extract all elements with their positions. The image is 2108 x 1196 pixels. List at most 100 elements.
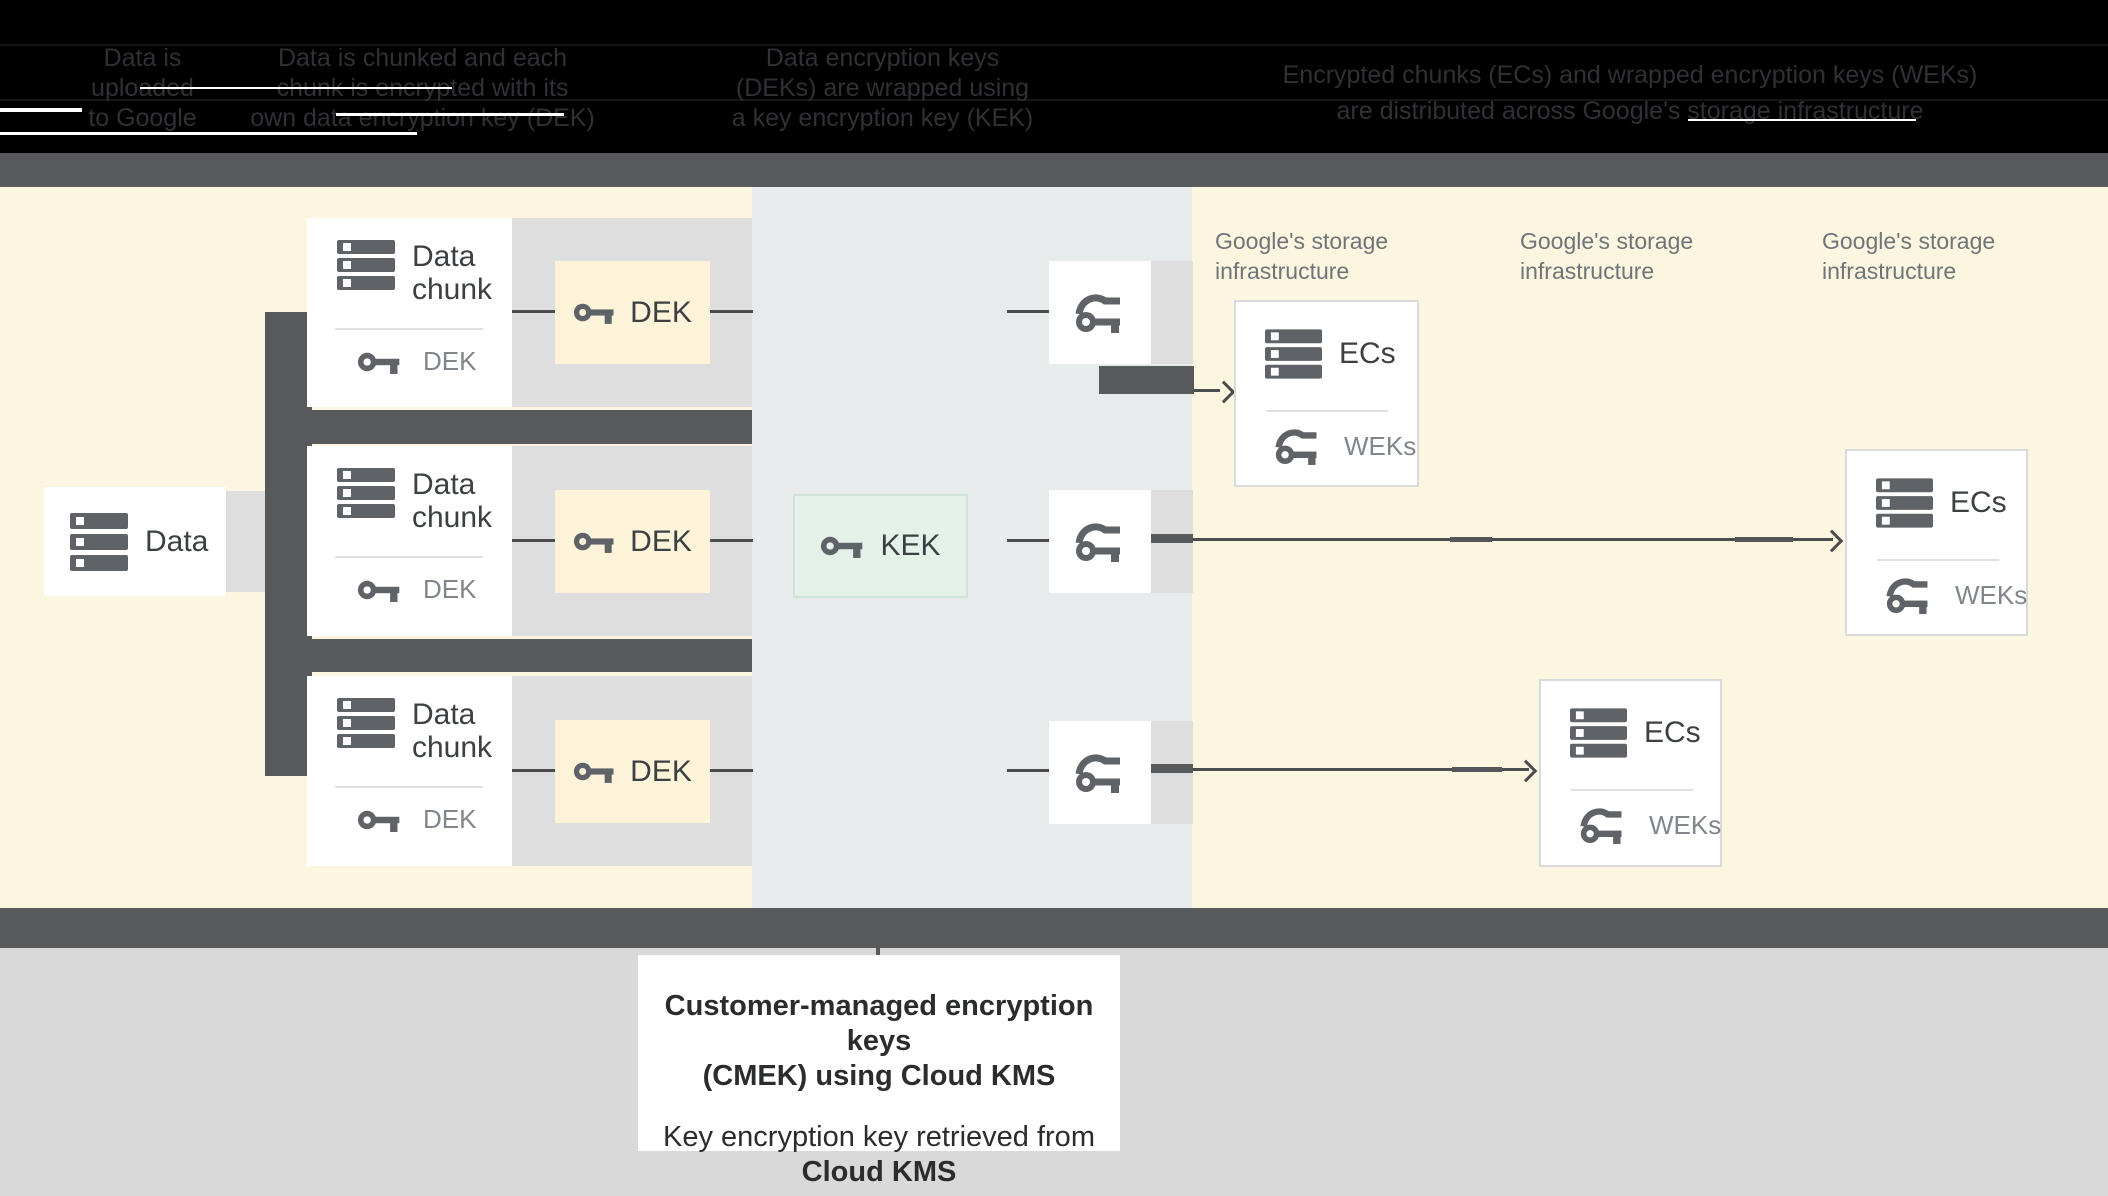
chunk-dek-label: DEK: [423, 804, 477, 834]
header-gridline: [0, 99, 2108, 101]
wrapped-key-box-3: [1049, 721, 1151, 824]
connector-chunk1-dek1: [512, 310, 555, 313]
connector-into-keybox3: [1007, 769, 1049, 772]
data-box: Data: [44, 487, 226, 596]
step-caption-chunked: Data is chunked and each chunk is encryp…: [250, 44, 595, 132]
dek-box-label: DEK: [630, 754, 692, 788]
data-box-label: Data: [145, 524, 209, 558]
wrapped-key-icon: [1075, 753, 1120, 793]
dek-box-1: DEK: [555, 261, 710, 364]
arrowhead-row2: [1820, 529, 1844, 553]
wrapped-key-icon: [1275, 429, 1317, 465]
header-artifact-line: [0, 108, 82, 112]
connector-dek1-boundary: [710, 310, 753, 313]
keybox-stub-1: [1151, 261, 1193, 364]
data-chunk-box-3: Data chunk DEK: [307, 676, 512, 866]
caption-subtitle-text: Key encryption key retrieved from: [663, 1121, 1095, 1153]
header-band: Data is uploaded to Google Data is chunk…: [0, 0, 2108, 153]
database-icon: [337, 698, 395, 748]
arrow-stub-row2: [1151, 534, 1193, 543]
connector-chunk2-dek2: [512, 539, 555, 542]
connector-chunk3-dek3: [512, 769, 555, 772]
chunk-dek-label: DEK: [423, 346, 477, 376]
header-artifact-line: [0, 132, 417, 135]
connector-kek-keybox2: [1007, 539, 1049, 542]
arrow-stub-row3: [1151, 764, 1193, 773]
arrow-line-overlap: [1450, 537, 1492, 542]
wrapped-dek-flow-bar: [1099, 366, 1194, 394]
arrowhead-row3: [1514, 759, 1538, 783]
data-chunk-box-2: Data chunk DEK: [307, 446, 512, 636]
connector-into-keybox1: [1007, 310, 1049, 313]
weks-label: WEKs: [1344, 431, 1417, 461]
chunk-divider: [335, 328, 483, 330]
storage-infrastructure-label-2: Google's storage infrastructure: [1520, 228, 1694, 284]
arrow-line-row3: [1193, 768, 1529, 771]
caption-card: Customer-managed encryption keys (CMEK) …: [638, 955, 1120, 1188]
wrapped-key-box-2: [1049, 490, 1151, 593]
chunk-divider: [335, 786, 483, 788]
connector-dek3-boundary: [710, 769, 753, 772]
header-artifact-line: [1688, 119, 1916, 121]
chunk-rail-1: [265, 410, 752, 444]
dek-box-2: DEK: [555, 490, 710, 593]
arrowhead-row1: [1212, 380, 1236, 404]
chunk-title: Data chunk: [412, 240, 493, 306]
chunk-dek-label: DEK: [423, 574, 477, 604]
arrow-line-row1: [1194, 389, 1220, 392]
ecs-label: ECs: [1644, 716, 1701, 749]
chunk-title: Data chunk: [412, 468, 493, 534]
storage-infrastructure-label-1: Google's storage infrastructure: [1215, 228, 1389, 284]
kek-caption-connector: [876, 938, 880, 958]
chunk-title: Data chunk: [412, 698, 493, 764]
chunk-rail-2: [265, 639, 752, 672]
storage-infrastructure-label-3: Google's storage infrastructure: [1822, 228, 1996, 284]
header-artifact-line: [336, 113, 564, 116]
chunk-split-bar: [265, 312, 312, 776]
key-icon: [357, 810, 400, 832]
arrow-line-overlap: [1452, 767, 1502, 772]
ecs-divider: [1571, 789, 1693, 791]
divider-band-top: [0, 153, 2108, 187]
weks-label: WEKs: [1955, 580, 2028, 610]
divider-band-bottom: [0, 908, 2108, 948]
header-artifact-line: [140, 87, 452, 89]
key-icon: [574, 762, 614, 783]
caption-subtitle-bold: Cloud KMS: [801, 1156, 957, 1188]
ecs-divider: [1877, 559, 1999, 561]
caption-title: Customer-managed encryption keys (CMEK) …: [664, 990, 1094, 1092]
database-icon: [70, 512, 128, 571]
data-chunk-box-1: Data chunk DEK: [307, 218, 512, 407]
ecs-box-1: ECs WEKs: [1234, 300, 1419, 487]
data-connector-block: [226, 491, 266, 592]
database-icon: [1265, 329, 1322, 379]
ecs-box-3: ECs WEKs: [1539, 679, 1722, 867]
wrapped-key-box-1: [1049, 261, 1151, 364]
wrapped-key-icon: [1075, 522, 1120, 562]
database-icon: [337, 240, 395, 290]
arrow-line-overlap: [1735, 537, 1793, 542]
connector-dek2-boundary: [710, 539, 753, 542]
chunk-divider: [335, 556, 483, 558]
key-icon: [821, 536, 863, 558]
database-icon: [1876, 478, 1933, 528]
ecs-box-2: ECs WEKs: [1845, 449, 2028, 636]
arrow-line-row2: [1193, 538, 1833, 541]
weks-label: WEKs: [1649, 810, 1722, 840]
wrapped-key-icon: [1886, 578, 1928, 614]
database-icon: [1570, 708, 1627, 758]
key-icon: [574, 532, 614, 553]
ecs-label: ECs: [1339, 337, 1396, 370]
key-icon: [357, 580, 400, 602]
step-caption-upload: Data is uploaded to Google: [88, 44, 197, 132]
dek-box-3: DEK: [555, 720, 710, 823]
ecs-divider: [1266, 410, 1388, 412]
wrapped-key-icon: [1580, 808, 1622, 844]
key-icon: [574, 303, 614, 324]
database-icon: [337, 468, 395, 518]
caption-subtitle: Key encryption key retrieved from Cloud …: [638, 1120, 1120, 1190]
wrapped-key-icon: [1075, 293, 1120, 333]
dek-box-label: DEK: [630, 295, 692, 329]
header-gridline: [0, 44, 2108, 46]
